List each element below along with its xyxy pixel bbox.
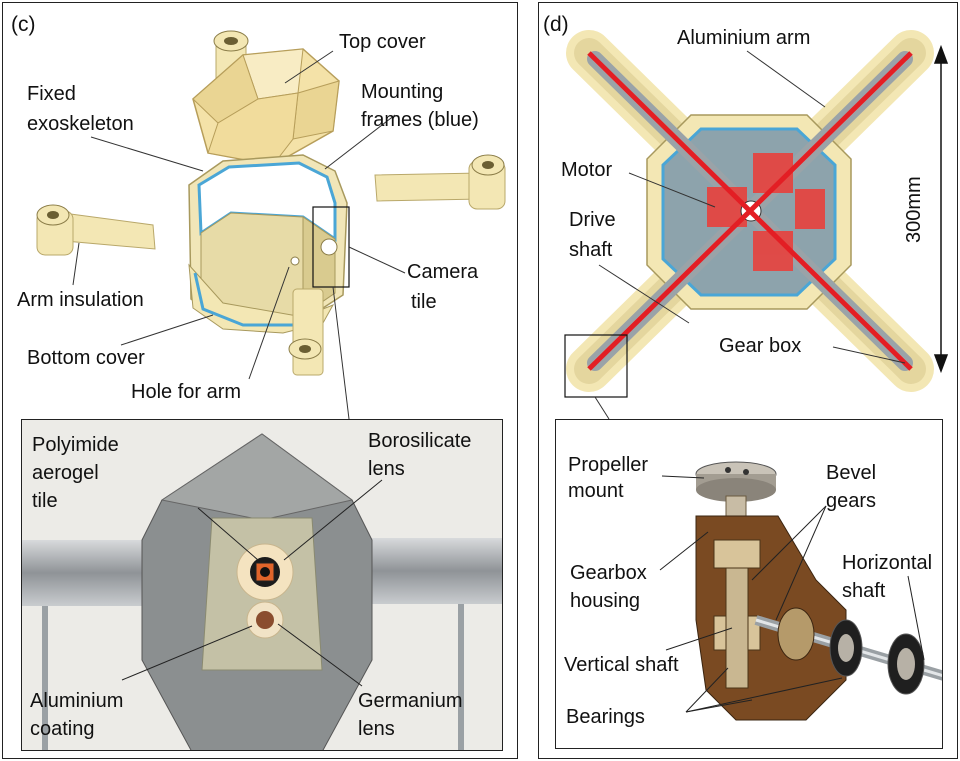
arm-insulation-left — [36, 204, 156, 256]
gear-box-callout-box — [564, 334, 628, 398]
top-view-drawing — [564, 30, 949, 419]
arm-insulation-bottom — [288, 288, 324, 376]
panel-d: (d) — [538, 2, 958, 759]
panel-d-tag: (d) — [543, 13, 569, 36]
label-germanium-1: Germanium — [358, 690, 463, 712]
label-mounting-frames-1: Mounting — [361, 81, 444, 103]
label-gearbox-housing-2: housing — [570, 590, 641, 612]
drive-shafts — [587, 51, 913, 371]
label-motor: Motor — [561, 159, 613, 181]
label-mounting-frames-2: frames (blue) — [361, 109, 479, 131]
label-borosilicate-1: Borosilicate — [368, 430, 472, 452]
leader-lines-d-inset — [659, 475, 925, 713]
dimension-arrow — [933, 44, 949, 374]
label-propeller-mount-2: mount — [568, 480, 624, 502]
camera-tile-photo-inset: Polyimide aerogel tile Borosilicate lens… — [21, 419, 503, 751]
top-cover — [192, 48, 340, 166]
leader-lines-c — [72, 50, 406, 419]
label-arm-insulation: Arm insulation — [17, 289, 144, 311]
label-camera-tile-2: tile — [411, 291, 437, 313]
label-aluminium-coating-1: Aluminium — [30, 690, 124, 712]
label-drive-shaft-2: shaft — [569, 239, 613, 261]
gearbox-cutaway-inset: Propeller mount Bevel gears Gearbox hous… — [555, 419, 943, 749]
exploded-exoskeleton-drawing — [36, 30, 506, 419]
label-drive-shaft-1: Drive — [569, 209, 616, 231]
label-germanium-2: lens — [358, 718, 395, 740]
panel-c-tag: (c) — [11, 13, 36, 36]
label-polyimide-3: tile — [32, 490, 58, 512]
label-dimension-300mm: 300mm — [903, 176, 925, 243]
label-hole-for-arm: Hole for arm — [131, 381, 242, 403]
label-camera-tile-1: Camera — [407, 261, 479, 283]
panel-c: (c) — [2, 2, 518, 759]
gearbox-cutaway-drawing — [695, 461, 942, 721]
arm-insulation-right — [374, 154, 506, 210]
label-top-cover: Top cover — [339, 31, 426, 53]
insulated-arm-right — [354, 538, 502, 604]
label-aluminium-arm: Aluminium arm — [677, 27, 811, 49]
leader-lines-c-inset — [121, 479, 383, 687]
label-vertical-shaft: Vertical shaft — [564, 654, 679, 676]
label-gear-box: Gear box — [719, 335, 802, 357]
label-bevel-gears-2: gears — [826, 490, 877, 512]
label-propeller-mount-1: Propeller — [568, 454, 649, 476]
label-polyimide-1: Polyimide — [32, 434, 119, 456]
label-horizontal-shaft-2: shaft — [842, 580, 886, 602]
label-aluminium-coating-2: coating — [30, 718, 95, 740]
label-bevel-gears-1: Bevel — [826, 462, 877, 484]
camera-tile-photo — [22, 420, 502, 750]
label-polyimide-2: aerogel — [32, 462, 99, 484]
label-fixed-exoskeleton-1: Fixed — [27, 83, 76, 105]
label-borosilicate-2: lens — [368, 458, 405, 480]
label-bearings: Bearings — [566, 706, 645, 728]
label-gearbox-housing-1: Gearbox — [570, 562, 647, 584]
label-fixed-exoskeleton-2: exoskeleton — [27, 113, 134, 135]
label-horizontal-shaft-1: Horizontal — [842, 552, 933, 574]
label-bottom-cover: Bottom cover — [27, 347, 145, 369]
leader-lines-d — [594, 50, 906, 419]
